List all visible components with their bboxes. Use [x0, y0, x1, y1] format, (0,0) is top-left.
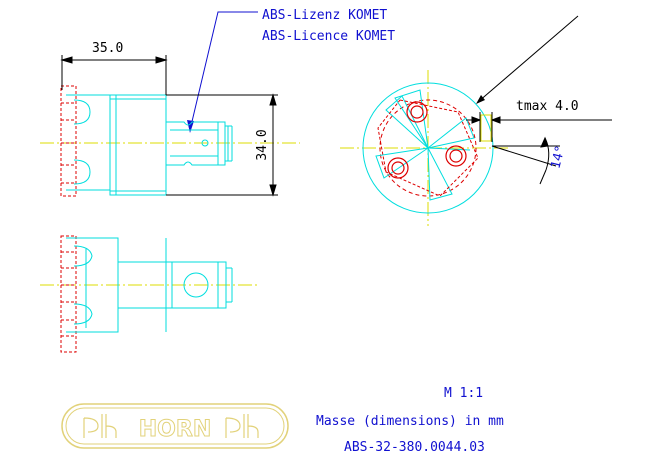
logo-brand-text: HORN: [139, 417, 211, 442]
side-view-bottom: [40, 235, 258, 353]
insert-circle-hidden: [379, 99, 477, 197]
width-dimension-label: 35.0: [92, 41, 123, 56]
logo-mark-left: [83, 414, 117, 438]
front-view: tmax 4.0 14°: [340, 15, 612, 226]
license-leader-arrow: [187, 120, 194, 133]
holder-outline-bottom: [66, 237, 233, 333]
units-label: Masse (dimensions) in mm: [316, 414, 504, 429]
insert-profile-hidden: [60, 85, 77, 197]
license-de-label: ABS-Lizenz KOMET: [262, 8, 387, 23]
detail-leader-arrow: [476, 95, 485, 104]
scale-label: M 1:1: [444, 386, 483, 401]
logo-inner-frame: [65, 407, 285, 445]
angle-label: 14°: [548, 144, 568, 170]
horn-logo: HORN: [61, 403, 289, 449]
screw-holes: [387, 101, 467, 179]
part-number-label: ABS-32-380.0044.03: [344, 440, 485, 455]
insert-blades-hidden: [377, 99, 479, 197]
logo-outer-frame: [61, 403, 289, 449]
tmax-dimension: [466, 112, 612, 142]
license-leader-line: [189, 11, 258, 131]
logo-mark-right: [225, 414, 259, 438]
body-circle: [362, 82, 494, 214]
insert-profile-hidden-bottom: [60, 235, 77, 353]
tmax-label: tmax 4.0: [516, 99, 579, 114]
holder-outline: [66, 94, 233, 196]
angle-dimension: [491, 136, 560, 185]
side-view-top: 35.0 34.0: [40, 41, 300, 197]
license-fr-label: ABS-Licence KOMET: [262, 29, 395, 44]
dimension-width: [60, 55, 168, 95]
cutting-edge-detail: [480, 114, 492, 142]
dimension-diameter: [166, 93, 278, 197]
detail-leader-line: [477, 15, 579, 103]
diameter-dimension-label: 34.0: [255, 129, 270, 160]
license-annotation: ABS-Lizenz KOMET ABS-Licence KOMET: [187, 8, 395, 133]
title-block: M 1:1 Masse (dimensions) in mm ABS-32-38…: [316, 386, 504, 455]
